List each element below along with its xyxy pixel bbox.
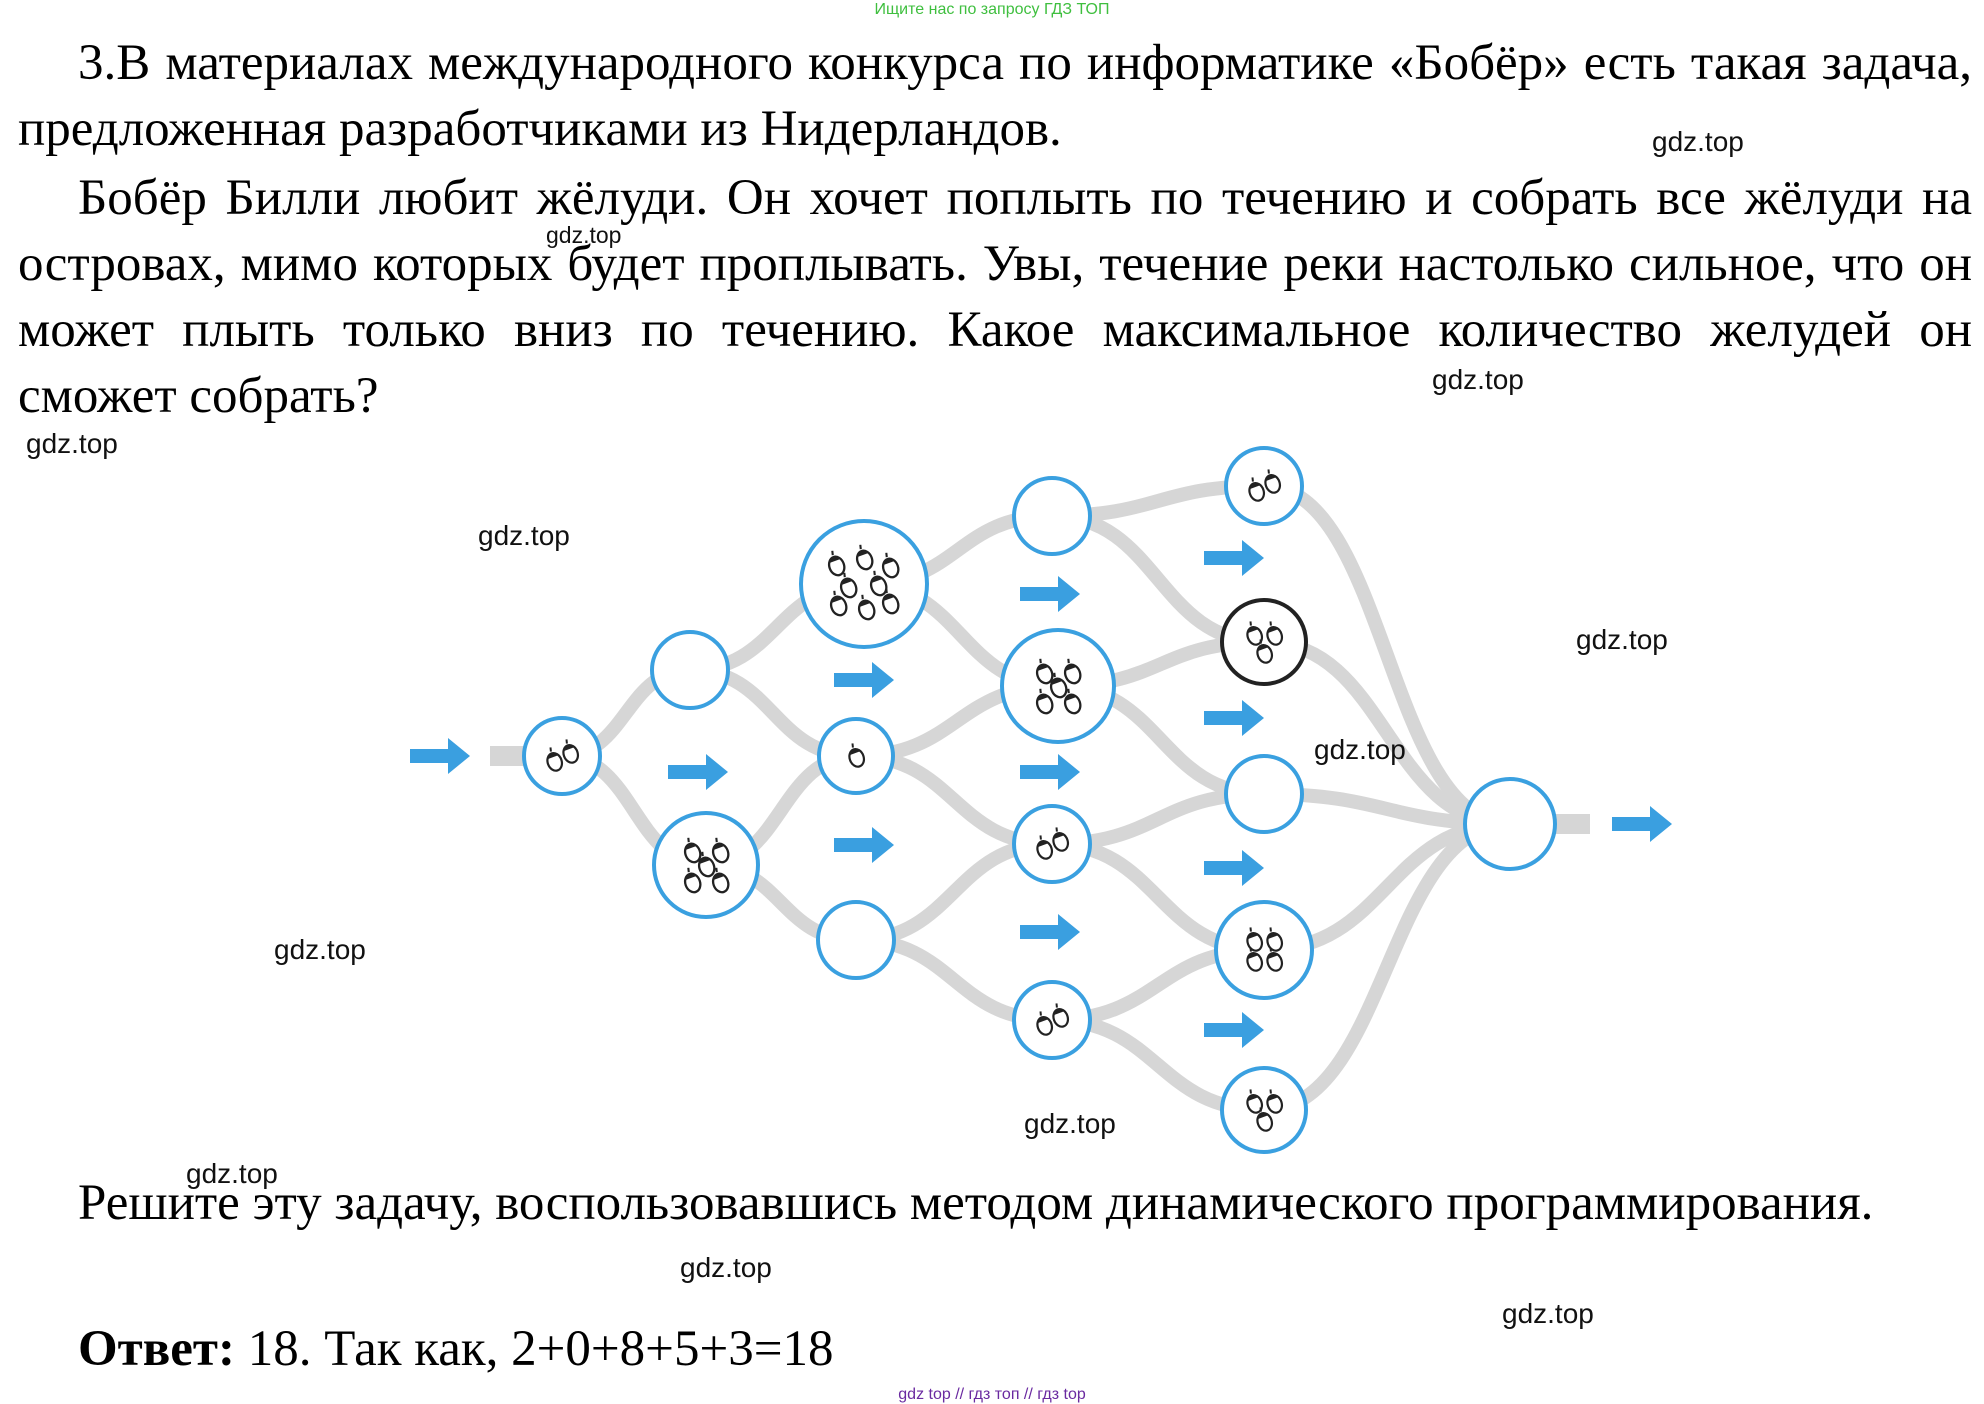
flow-arrow-icon <box>1204 850 1264 886</box>
problem-paragraph-1: 3.В материалах международного конкурса п… <box>18 35 1972 157</box>
acorn-icon <box>1035 658 1054 685</box>
watermark: gdz.top <box>1432 364 1524 395</box>
acorn-icon <box>1266 947 1284 972</box>
acorn-icon <box>1036 835 1054 860</box>
acorn-icon <box>857 594 876 621</box>
flow-arrow-icon <box>834 662 894 698</box>
flow-arrow-icon <box>1204 540 1264 576</box>
flow-arrow-icon <box>1204 700 1264 736</box>
island-c4-upper <box>1220 598 1308 686</box>
acorn-icon <box>855 544 874 571</box>
acorn-icon <box>1246 927 1264 952</box>
acorn-icon <box>683 867 702 894</box>
acorn-icon <box>1036 1011 1054 1036</box>
island-c3-top <box>1012 476 1092 556</box>
acorn-icon <box>839 572 858 599</box>
answer-line: Ответ: 18. Так как, 2+0+8+5+3=18 <box>78 1316 833 1382</box>
acorn-icon <box>1052 1003 1070 1028</box>
watermark: gdz.top <box>1024 1108 1116 1139</box>
acorn-icon <box>1256 639 1274 664</box>
island-c1-top <box>650 630 730 710</box>
acorn-icon <box>1246 1089 1264 1114</box>
watermark: gdz.top <box>186 1158 278 1189</box>
acorn-icon <box>1264 469 1282 494</box>
island-c2-bottom <box>816 900 896 980</box>
island-c4-lower <box>1214 900 1314 1000</box>
acorn-icon <box>1266 621 1284 646</box>
acorn-icon <box>848 743 866 768</box>
flow-arrow-icon <box>1020 914 1080 950</box>
watermark: gdz.top <box>274 934 366 965</box>
watermark: gdz.top <box>1314 734 1406 765</box>
watermark: gdz.top <box>478 520 570 551</box>
acorn-icon <box>711 837 730 864</box>
flow-arrow-icon <box>1204 1012 1264 1048</box>
acorn-icon <box>1246 621 1264 646</box>
answer-label: Ответ: <box>78 1321 235 1377</box>
answer-text: 18. Так как, 2+0+8+5+3=18 <box>234 1321 834 1377</box>
acorn-icon <box>1063 658 1082 685</box>
header-note: Ищите нас по запросу ГДЗ ТОП <box>874 1 1110 18</box>
island-c2-top <box>799 519 929 649</box>
acorn-icon <box>1266 1089 1284 1114</box>
flow-arrow-icon <box>834 827 894 863</box>
problem-paragraph-3: Решите эту задачу, воспользовавшись мето… <box>78 1175 1874 1231</box>
acorn-icon <box>697 851 716 878</box>
watermark: gdz.top <box>1652 126 1744 157</box>
footer-note: gdz top // гдз топ // гдз top <box>898 1386 1086 1403</box>
acorn-icon <box>827 550 846 577</box>
watermark: gdz.top <box>680 1252 772 1283</box>
acorn-icon <box>869 570 888 597</box>
acorn-icon <box>711 867 730 894</box>
watermark: gdz.top <box>1576 624 1668 655</box>
river-channel <box>1257 479 1517 831</box>
acorn-icon <box>881 588 900 615</box>
flow-arrow-icon <box>668 754 728 790</box>
flow-arrow-icon <box>1612 806 1672 842</box>
acorn-icon <box>1256 1107 1274 1132</box>
acorn-icon <box>1246 947 1264 972</box>
watermark: gdz.top <box>26 428 118 459</box>
acorn-icon <box>546 747 564 772</box>
acorn-icon <box>1035 688 1054 715</box>
watermark: gdz.top <box>546 222 622 248</box>
acorn-icon <box>1248 477 1266 502</box>
island-c4-bottom <box>1220 1066 1308 1154</box>
island-c4-top <box>1224 446 1304 526</box>
watermark: gdz.top <box>1502 1298 1594 1329</box>
island-c4-mid <box>1224 754 1304 834</box>
island-c3-lower <box>1012 804 1092 884</box>
flow-arrow-icon <box>410 738 470 774</box>
acorn-icon <box>1049 672 1068 699</box>
acorn-icon <box>562 739 580 764</box>
flow-arrow-icon <box>1020 576 1080 612</box>
acorn-icon <box>829 590 848 617</box>
river-channel <box>1257 817 1517 1117</box>
island-start <box>522 716 602 796</box>
acorn-icon <box>683 837 702 864</box>
island-end <box>1463 777 1557 871</box>
flow-arrow-icon <box>1020 754 1080 790</box>
acorn-icon <box>881 552 900 579</box>
acorn-icon <box>1052 827 1070 852</box>
acorn-icon <box>1266 927 1284 952</box>
problem-paragraph-2: Бобёр Билли любит жёлуди. Он хочет поплы… <box>18 170 1972 424</box>
acorn-icon <box>1063 688 1082 715</box>
island-c3-bottom <box>1012 980 1092 1060</box>
